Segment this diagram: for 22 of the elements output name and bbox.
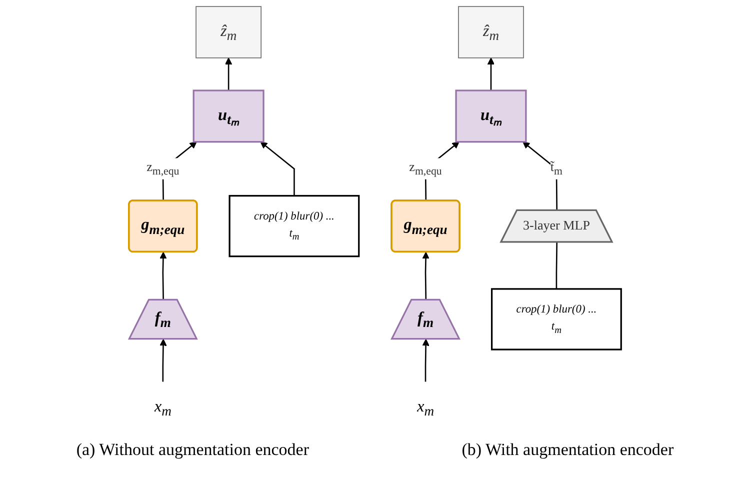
node-text: x$_{m}$ xyxy=(154,398,172,419)
arrow xyxy=(422,252,430,300)
node-box: crop(1) blur(0) ... t$_{m}$ xyxy=(228,194,360,258)
arrow xyxy=(522,142,558,211)
node-box: u$_{tₘ}$ xyxy=(455,90,527,143)
panel-caption: (b) With augmentation encoder xyxy=(462,440,674,460)
node-box: ẑ$_{m}$ xyxy=(458,6,524,58)
node-box: u$_{tₘ}$ xyxy=(192,90,264,143)
edge-label: z$_{m,equ}$ xyxy=(146,160,180,178)
connector xyxy=(556,242,558,289)
arrow xyxy=(160,252,167,300)
node-text: x$_{m}$ xyxy=(416,398,434,419)
arrow xyxy=(422,338,430,382)
arrow xyxy=(160,338,167,382)
edge-label: t̃$_{m}$ xyxy=(550,160,563,178)
node-box: ẑ$_{m}$ xyxy=(196,6,262,58)
arrow xyxy=(487,58,495,90)
node-box: crop(1) blur(0) ... t$_{m}$ xyxy=(490,288,622,350)
panel-caption: (a) Without augmentation encoder xyxy=(76,440,310,460)
arrow xyxy=(260,142,295,196)
edge-label: z$_{m,equ}$ xyxy=(409,160,442,178)
arrow xyxy=(224,58,232,90)
